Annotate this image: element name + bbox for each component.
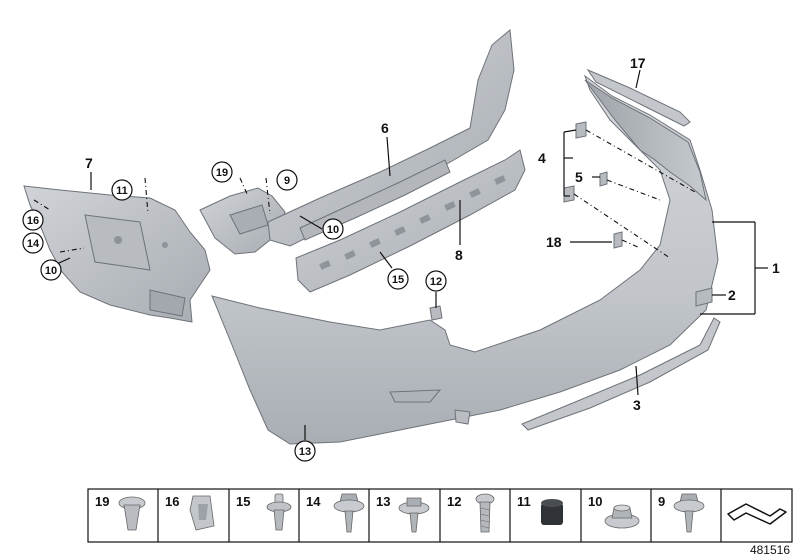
rivet-clip-icon (118, 496, 146, 531)
svg-text:14: 14 (27, 238, 40, 250)
svg-text:15: 15 (392, 274, 404, 286)
svg-text:14: 14 (306, 494, 321, 509)
seal-strip-icon (727, 503, 787, 525)
bolt-icon (475, 493, 495, 533)
svg-text:4: 4 (538, 150, 546, 166)
svg-text:18: 18 (546, 234, 562, 250)
svg-text:15: 15 (236, 494, 250, 509)
callout-12: 12 (425, 270, 447, 292)
collar-screw-icon (333, 493, 365, 533)
svg-text:19: 19 (216, 167, 228, 179)
callout-18: 18 (546, 234, 562, 250)
callout-14: 14 (22, 232, 44, 254)
svg-text:10: 10 (327, 224, 339, 236)
trim-strip-part (521, 317, 721, 431)
callout-16: 16 (22, 209, 44, 231)
svg-text:16: 16 (165, 494, 179, 509)
bracket-mount-part (199, 187, 286, 255)
callout-17: 17 (630, 55, 646, 71)
svg-text:5: 5 (575, 169, 583, 185)
seal-strip-part (586, 68, 691, 127)
callout-6: 6 (381, 120, 389, 136)
diagram-number: 481516 (750, 543, 790, 557)
hex-nut-washer-icon (604, 504, 640, 529)
parts-cell-12: 12 (447, 493, 495, 533)
svg-text:8: 8 (455, 247, 463, 263)
svg-text:12: 12 (430, 276, 442, 288)
svg-text:11: 11 (517, 494, 531, 509)
callout-3: 3 (633, 397, 641, 413)
parts-cell-14: 14 (306, 493, 365, 533)
svg-text:2: 2 (728, 287, 736, 303)
parts-cell-19: 19 (95, 494, 146, 531)
expanding-rivet-icon (266, 493, 292, 531)
svg-text:6: 6 (381, 120, 389, 136)
parts-cell-10: 10 (588, 494, 640, 529)
callout-1: 1 (772, 260, 780, 276)
callout-10-right: 10 (322, 218, 344, 240)
parts-table: 19 16 15 14 (87, 488, 793, 543)
svg-text:3: 3 (633, 397, 641, 413)
callout-7: 7 (85, 155, 93, 171)
callout-2: 2 (728, 287, 736, 303)
svg-text:13: 13 (376, 494, 390, 509)
callout-8: 8 (455, 247, 463, 263)
parts-cell-15: 15 (236, 493, 292, 531)
svg-text:13: 13 (299, 446, 311, 458)
bracket-left-part (23, 185, 211, 323)
callout-10-left: 10 (40, 259, 62, 281)
small-fittings-part (429, 121, 713, 321)
svg-text:10: 10 (45, 265, 57, 277)
svg-text:7: 7 (85, 155, 93, 171)
spring-nut-icon (189, 495, 215, 531)
callout-15: 15 (387, 268, 409, 290)
collar-screw-icon (673, 493, 705, 533)
impact-absorber-part (295, 149, 526, 293)
svg-text:11: 11 (116, 185, 128, 197)
svg-text:10: 10 (588, 494, 602, 509)
callout-4: 4 (538, 150, 546, 166)
parts-cell-16: 16 (165, 494, 215, 531)
svg-text:9: 9 (284, 175, 290, 187)
assembly-lines (33, 129, 696, 259)
parts-cell-9: 9 (658, 493, 705, 533)
svg-text:1: 1 (772, 260, 780, 276)
callout-11: 11 (111, 179, 133, 201)
bumper-trim-panel-part (211, 74, 719, 445)
svg-text:17: 17 (630, 55, 646, 71)
leader-lines (47, 69, 768, 440)
parts-cell-13: 13 (376, 494, 430, 533)
parts-cell-seal (727, 503, 787, 525)
bumper-support-part (267, 29, 515, 247)
svg-text:12: 12 (447, 494, 461, 509)
rubber-buffer-icon (541, 499, 563, 525)
callout-19: 19 (211, 161, 233, 183)
svg-text:16: 16 (27, 215, 39, 227)
svg-text:19: 19 (95, 494, 109, 509)
collar-screw-icon (398, 497, 430, 533)
callout-13: 13 (294, 440, 316, 462)
callout-5: 5 (575, 169, 583, 185)
svg-text:9: 9 (658, 494, 665, 509)
parts-cell-11: 11 (517, 494, 563, 525)
callout-9: 9 (276, 169, 298, 191)
